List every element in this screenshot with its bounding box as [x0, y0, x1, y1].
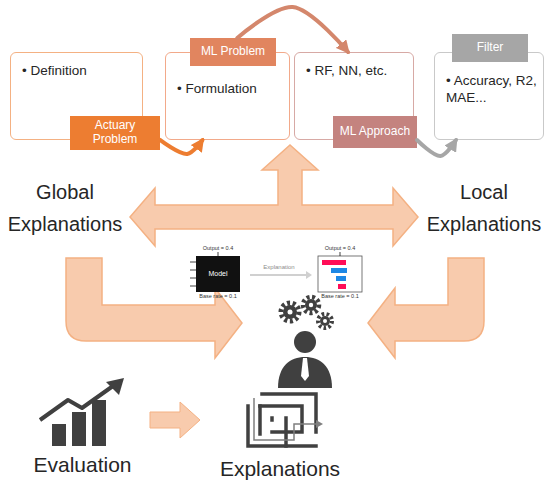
trend-arrowhead [106, 378, 124, 395]
model-output-line [340, 252, 341, 256]
maze-path-arrow [254, 398, 318, 440]
block-arrow [130, 145, 418, 246]
model-label: Model [196, 270, 240, 277]
model-output-line [218, 252, 219, 256]
tag-text: Filter [477, 41, 504, 55]
base-rate-label: Base rate = 0.1 [186, 294, 250, 300]
gear [305, 299, 317, 311]
explanation-label: Explanation [246, 264, 312, 270]
explanation-box [318, 256, 362, 292]
input-line [190, 270, 196, 271]
step-tag: Filter [452, 34, 528, 62]
output-label: Output = 0.4 [310, 246, 370, 252]
bent-arrow [368, 258, 484, 358]
maze-wall [262, 394, 316, 432]
feature-bar [338, 284, 346, 289]
section-label: Global Explanations [0, 176, 130, 240]
box-text: • Formulation [177, 81, 283, 98]
chart-bar [92, 400, 106, 446]
flow-arrow [237, 7, 348, 52]
step-tag: ML Problem [190, 38, 276, 66]
feature-bar [331, 268, 347, 273]
section-label: Local Explanations [419, 176, 549, 240]
person-head [294, 331, 316, 353]
base-rate-label: Base rate = 0.1 [308, 294, 372, 300]
gear-hole [309, 303, 313, 307]
step-tag: Actuary Problem [70, 116, 160, 150]
step-box: • Accuracy, R2, MAE... [434, 52, 544, 140]
chart-bar [52, 424, 66, 446]
box-text: • RF, NN, etc. [306, 63, 407, 80]
person-tie [301, 358, 309, 381]
gear [281, 303, 299, 321]
tag-text: ML Approach [340, 125, 410, 139]
input-line [190, 278, 196, 279]
step-tag: ML Approach [333, 116, 417, 148]
block-arrow [150, 402, 200, 438]
box-text: • Accuracy, R2, MAE... [446, 73, 537, 107]
output-label: Output = 0.4 [188, 246, 248, 252]
input-line [190, 286, 196, 287]
gear-hole [323, 319, 327, 323]
maze-icon [248, 394, 316, 446]
maze-wall [270, 418, 274, 420]
model-box [196, 256, 240, 292]
gear [318, 314, 332, 328]
chart-bar [72, 412, 86, 446]
maze-wall [284, 418, 288, 446]
icon-caption: Evaluation [20, 452, 145, 477]
maze-wall [258, 406, 262, 434]
explanation-arrow [250, 271, 312, 279]
feature-bar [322, 260, 346, 265]
flow-arrow [417, 140, 456, 156]
person-body [278, 357, 332, 388]
maze-path-arrowhead [316, 420, 323, 428]
icon-caption: Explanations [205, 456, 355, 481]
tag-text: Actuary Problem [72, 119, 158, 147]
maze-wall [260, 406, 302, 432]
input-line [190, 262, 196, 263]
gear [303, 297, 319, 313]
gear-hole [288, 310, 293, 315]
trend-arrow [40, 386, 113, 420]
flow-arrow [160, 140, 203, 154]
bent-arrow [66, 258, 242, 358]
tag-text: ML Problem [201, 45, 265, 59]
box-text: • Definition [22, 63, 136, 80]
gear [283, 305, 297, 319]
gear [320, 316, 330, 326]
feature-bar [336, 276, 346, 281]
